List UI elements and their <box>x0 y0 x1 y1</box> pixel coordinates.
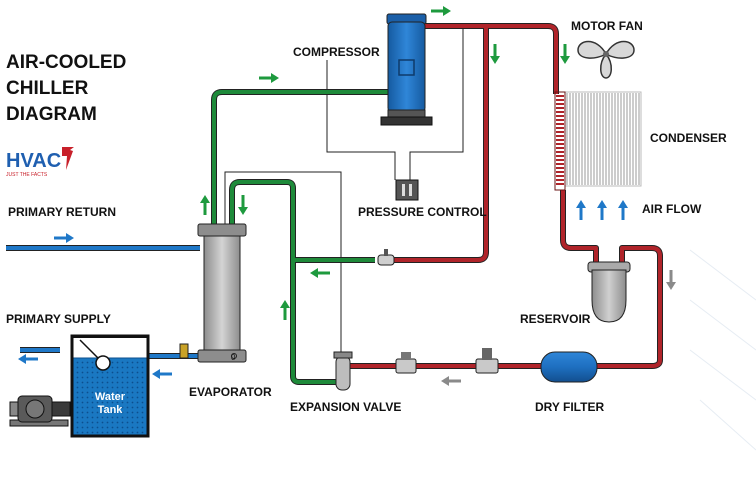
flow-arrow-icon <box>200 195 210 215</box>
liquid-line-valve-2 <box>475 348 499 374</box>
flow-arrow-icon <box>18 354 38 364</box>
label-primary-return: PRIMARY RETURN <box>8 205 116 219</box>
pressure-control <box>395 179 419 201</box>
flow-arrow-icon <box>310 268 330 278</box>
dry-filter <box>540 351 598 383</box>
water-fitting <box>179 343 189 359</box>
label-dry-filter: DRY FILTER <box>535 400 604 414</box>
control-wires <box>224 26 464 352</box>
pump <box>9 395 71 427</box>
flow-arrow-icon <box>441 376 461 386</box>
compressor <box>380 13 433 126</box>
label-motor-fan: MOTOR FAN <box>571 19 643 33</box>
flow-arrow-icon <box>259 73 279 83</box>
label-reservoir: RESERVOIR <box>520 312 591 326</box>
flow-arrow-icon <box>560 44 570 64</box>
water-tank: Water Tank <box>70 334 150 438</box>
motor-fan <box>577 40 635 79</box>
flow-arrow-icon <box>280 300 290 320</box>
flow-arrow-icon <box>431 6 451 16</box>
title-line-1: AIR-COOLED <box>6 52 126 73</box>
title-line-3: DIAGRAM <box>6 104 97 125</box>
condenser-coil <box>554 91 642 191</box>
flow-arrow-icon <box>618 200 628 220</box>
background-grid <box>689 249 756 451</box>
flow-arrow-icon <box>666 270 676 290</box>
flow-arrow-icon <box>238 195 248 215</box>
flow-arrows <box>18 6 676 386</box>
svg-text:0: 0 <box>231 353 236 362</box>
title-line-2: CHILLER <box>6 78 89 99</box>
evaporator: 0 <box>197 223 247 363</box>
label-air-flow: AIR FLOW <box>642 202 702 216</box>
logo-mark-icon <box>62 147 74 170</box>
flow-arrow-icon <box>54 233 74 243</box>
label-pressure-control: PRESSURE CONTROL <box>358 205 487 219</box>
label-condenser: CONDENSER <box>650 131 727 145</box>
sight-glass-valve <box>377 249 395 266</box>
flow-arrow-icon <box>597 200 607 220</box>
label-evaporator: EVAPORATOR <box>189 385 272 399</box>
flow-arrow-icon <box>576 200 586 220</box>
label-primary-supply: PRIMARY SUPPLY <box>6 312 111 326</box>
reservoir <box>587 261 631 323</box>
label-expansion-valve: EXPANSION VALVE <box>290 400 401 414</box>
liquid-line-valve-1 <box>395 352 417 374</box>
logo-brand: HVAC <box>6 150 61 172</box>
water-tank-label-1: Water <box>95 391 126 403</box>
expansion-valve <box>333 351 353 391</box>
logo-tagline: JUST THE FACTS <box>6 172 48 178</box>
hvac-logo: HVAC JUST THE FACTS <box>6 147 74 178</box>
label-compressor: COMPRESSOR <box>293 45 380 59</box>
water-tank-label-2: Tank <box>98 404 124 416</box>
flow-arrow-icon <box>490 44 500 64</box>
flow-arrow-icon <box>152 369 172 379</box>
